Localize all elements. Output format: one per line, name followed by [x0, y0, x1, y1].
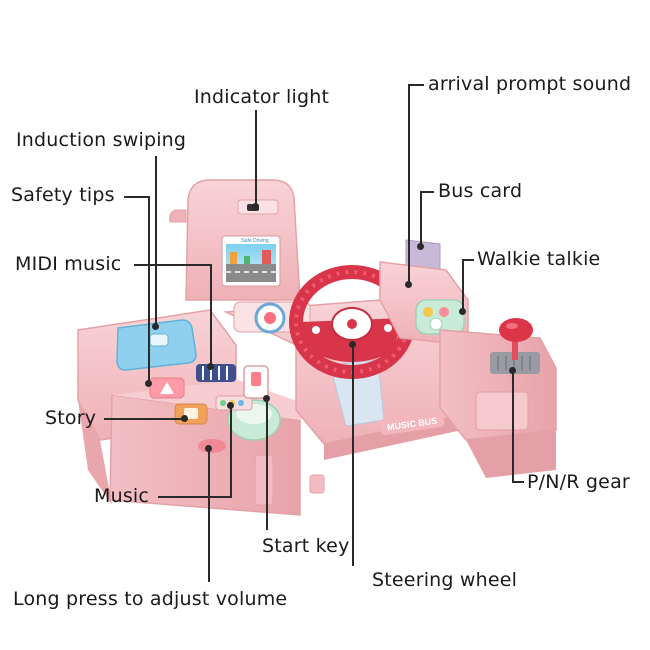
leader-midi — [134, 264, 212, 266]
label-start-key: Start key — [262, 535, 350, 557]
leader-pnr-h — [512, 481, 524, 483]
dot-pnr — [509, 367, 516, 374]
leader-music — [158, 496, 232, 498]
leader-indicator — [255, 110, 257, 206]
leader-midi-v — [210, 264, 212, 366]
leader-pnr — [512, 370, 514, 482]
label-long-press-volume: Long press to adjust volume — [13, 588, 288, 610]
leader-steering — [352, 344, 354, 566]
dot-steering — [349, 341, 356, 348]
label-midi-music: MIDI music — [15, 253, 122, 275]
leader-walkie — [462, 259, 474, 261]
dot-safety — [145, 380, 152, 387]
gear-knob — [499, 318, 533, 342]
leader-safety-v — [148, 196, 150, 382]
left-module — [77, 309, 325, 516]
dot-start — [263, 395, 270, 402]
label-story: Story — [45, 407, 97, 429]
label-bus-card: Bus card — [438, 180, 523, 202]
screen-caption: Safe Driving — [241, 238, 268, 244]
label-music: Music — [94, 485, 150, 507]
dot-walkie — [459, 308, 466, 315]
dot-music — [227, 402, 234, 409]
leader-start — [266, 398, 268, 530]
dot-arrival — [405, 281, 412, 288]
dot-bus-card — [417, 243, 424, 250]
leader-induction — [155, 156, 157, 326]
leader-music-v — [230, 405, 232, 498]
leader-safety — [124, 196, 150, 198]
leader-arrival-v — [408, 84, 410, 284]
leader-bus-card — [420, 191, 434, 193]
leader-volume — [208, 448, 210, 582]
label-arrival-prompt-sound: arrival prompt sound — [428, 73, 632, 95]
leader-walkie-v — [462, 259, 464, 311]
label-induction-swiping: Induction swiping — [16, 129, 187, 151]
leader-arrival — [408, 84, 424, 86]
volume-knob — [198, 439, 226, 453]
back-panel: Safe Driving — [169, 179, 301, 301]
label-walkie-talkie: Walkie talkie — [477, 248, 601, 270]
dot-story — [181, 415, 188, 422]
dot-indicator — [252, 203, 259, 210]
leader-story — [104, 418, 184, 420]
dot-volume — [205, 445, 212, 452]
label-indicator-light: Indicator light — [194, 86, 330, 108]
label-safety-tips: Safety tips — [11, 184, 115, 206]
dot-induction — [152, 323, 159, 330]
label-pnr-gear: P/N/R gear — [527, 471, 630, 493]
leader-bus-card-v — [420, 191, 422, 246]
dot-midi — [207, 363, 214, 370]
label-steering-wheel: Steering wheel — [372, 569, 518, 591]
right-module — [379, 239, 557, 478]
